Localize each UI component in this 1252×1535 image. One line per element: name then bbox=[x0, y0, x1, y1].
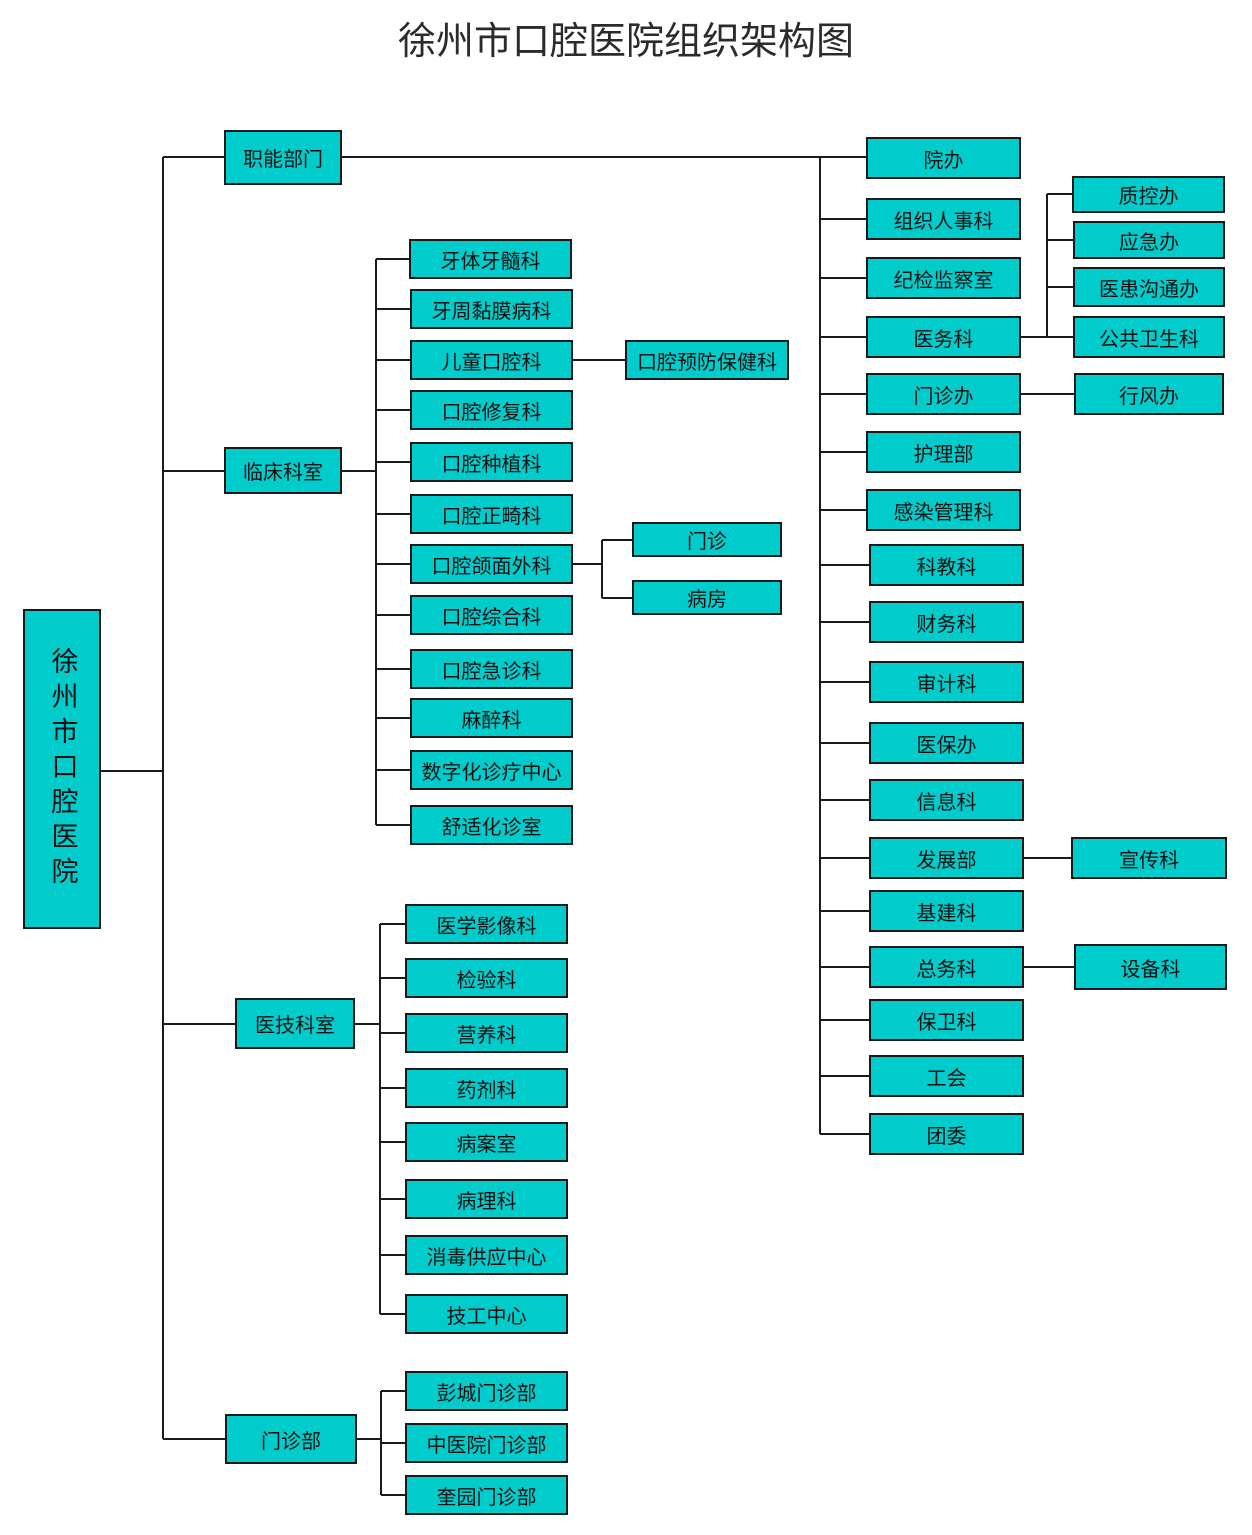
functional-sub-dept: 医患沟通办 bbox=[1073, 267, 1225, 307]
functional-dept: 医务科 bbox=[866, 316, 1021, 358]
functional-dept: 护理部 bbox=[866, 431, 1021, 473]
branch-outpatient: 门诊部 bbox=[225, 1414, 357, 1464]
medtech-dept: 技工中心 bbox=[405, 1294, 568, 1334]
medtech-dept: 病案室 bbox=[405, 1122, 568, 1162]
root-node: 徐州市口腔医院 bbox=[23, 609, 101, 929]
clinical-dept: 口腔修复科 bbox=[410, 390, 573, 430]
branch-functional: 职能部门 bbox=[224, 130, 342, 185]
clinical-dept: 口腔正畸科 bbox=[410, 494, 573, 534]
functional-dept: 纪检监察室 bbox=[866, 257, 1021, 299]
medtech-dept: 医学影像科 bbox=[405, 904, 568, 944]
clinical-dept: 牙体牙髓科 bbox=[409, 239, 572, 279]
outpatient-dept: 奎园门诊部 bbox=[405, 1475, 568, 1515]
functional-dept: 团委 bbox=[869, 1113, 1024, 1155]
functional-sub-dept: 质控办 bbox=[1072, 176, 1225, 213]
functional-sub-dept: 公共卫生科 bbox=[1073, 316, 1225, 358]
functional-dept: 科教科 bbox=[869, 544, 1024, 586]
functional-dept: 保卫科 bbox=[869, 999, 1024, 1041]
outpatient-dept: 中医院门诊部 bbox=[405, 1423, 568, 1463]
functional-sub-dept: 宣传科 bbox=[1071, 837, 1227, 879]
clinical-sub-dept: 门诊 bbox=[632, 522, 782, 557]
functional-dept: 医保办 bbox=[869, 722, 1024, 764]
branch-clinical: 临床科室 bbox=[224, 447, 342, 494]
functional-dept: 总务科 bbox=[869, 946, 1024, 988]
functional-dept: 审计科 bbox=[869, 661, 1024, 703]
medtech-dept: 病理科 bbox=[405, 1179, 568, 1219]
clinical-dept: 口腔种植科 bbox=[410, 442, 573, 482]
functional-dept: 组织人事科 bbox=[866, 198, 1021, 240]
chart-title: 徐州市口腔医院组织架构图 bbox=[397, 19, 854, 63]
clinical-dept: 儿童口腔科 bbox=[410, 340, 573, 380]
functional-sub-dept: 设备科 bbox=[1074, 944, 1227, 990]
medtech-dept: 药剂科 bbox=[405, 1068, 568, 1108]
clinical-sub-dept: 病房 bbox=[632, 580, 782, 615]
functional-dept: 发展部 bbox=[869, 837, 1024, 879]
functional-dept: 感染管理科 bbox=[866, 489, 1021, 531]
clinical-dept: 数字化诊疗中心 bbox=[410, 750, 573, 790]
medtech-dept: 营养科 bbox=[405, 1013, 568, 1053]
outpatient-dept: 彭城门诊部 bbox=[405, 1371, 568, 1411]
functional-dept: 信息科 bbox=[869, 779, 1024, 821]
clinical-dept: 口腔综合科 bbox=[410, 595, 573, 635]
branch-medtech: 医技科室 bbox=[235, 998, 355, 1049]
clinical-dept: 口腔急诊科 bbox=[410, 649, 573, 689]
functional-dept: 门诊办 bbox=[866, 373, 1021, 415]
clinical-sub-dept: 口腔预防保健科 bbox=[625, 340, 789, 380]
medtech-dept: 消毒供应中心 bbox=[405, 1235, 568, 1275]
clinical-dept: 牙周黏膜病科 bbox=[410, 289, 573, 329]
functional-sub-dept: 应急办 bbox=[1073, 221, 1225, 259]
functional-dept: 财务科 bbox=[869, 601, 1024, 643]
medtech-dept: 检验科 bbox=[405, 958, 568, 998]
clinical-dept: 口腔颌面外科 bbox=[410, 544, 573, 584]
functional-dept: 工会 bbox=[869, 1055, 1024, 1097]
functional-sub-dept: 行风办 bbox=[1074, 373, 1224, 415]
clinical-dept: 舒适化诊室 bbox=[410, 805, 573, 845]
functional-dept: 院办 bbox=[866, 137, 1021, 179]
functional-dept: 基建科 bbox=[869, 890, 1024, 932]
clinical-dept: 麻醉科 bbox=[410, 698, 573, 738]
